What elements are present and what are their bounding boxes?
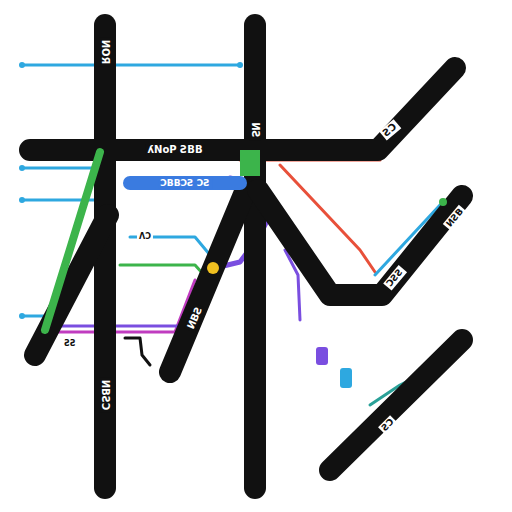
map-label: ИBƧƆ: [99, 378, 111, 413]
map-label: ИОЯ: [99, 38, 111, 67]
map-label: ƆBBƆƧ ƆƧ: [158, 178, 212, 189]
map-label: ʎNoP ƧBB: [145, 144, 204, 156]
map-label: ɅƆ: [137, 232, 153, 242]
map-label: ƧƧ: [62, 339, 78, 349]
map-label: ИƧ: [249, 120, 261, 140]
